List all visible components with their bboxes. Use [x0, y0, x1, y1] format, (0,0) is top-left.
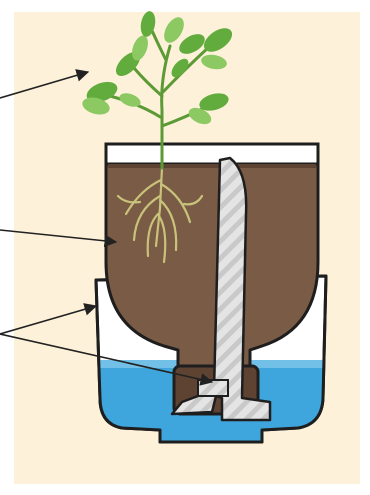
upper-bottle — [106, 144, 318, 366]
upper-bottle-body — [106, 144, 318, 366]
upper-bottle-rim-band — [106, 144, 318, 164]
wick-lower-fold — [198, 380, 228, 396]
soil-top-edge — [108, 164, 316, 168]
